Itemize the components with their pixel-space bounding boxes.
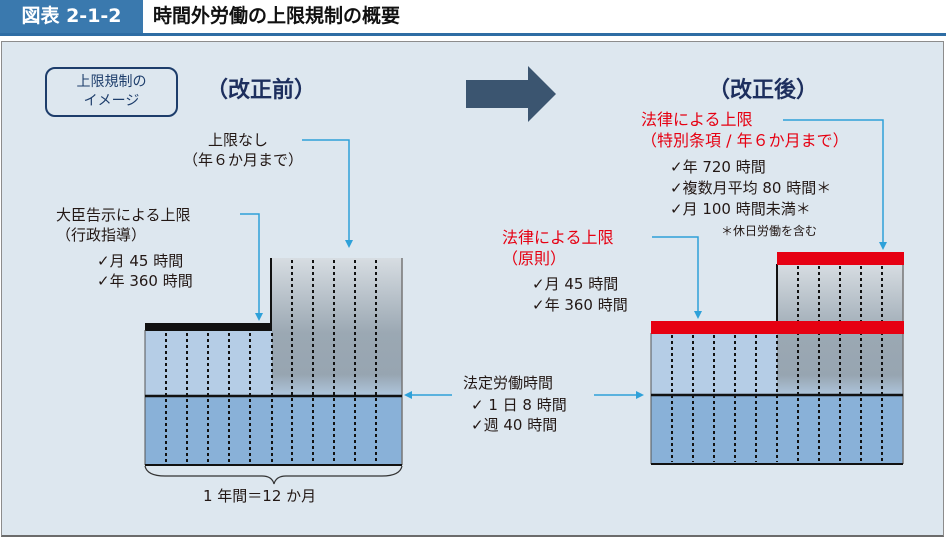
special-note: ＊休日労働を含む	[721, 224, 818, 238]
special-limit-connector	[783, 119, 887, 250]
nolimit-line2: （年６か月まで）	[183, 151, 304, 169]
figure-header: 図表 2-1-2 時間外労働の上限規制の概要	[0, 0, 946, 36]
figure-label: 図表 2-1-2	[0, 0, 143, 33]
statutory-title: 法定労働時間	[463, 374, 554, 392]
after-heading: （改正後）	[708, 78, 819, 103]
transition-arrow-icon	[466, 66, 556, 122]
after-principle-limit-bar	[651, 321, 904, 334]
statutory-item-daily: ✓ 1 日 8 時間	[471, 396, 567, 414]
statutory-item-weekly: ✓週 40 時間	[471, 416, 558, 434]
ministerial-item-monthly: ✓月 45 時間	[97, 252, 184, 270]
after-special-limit-bar	[777, 252, 904, 265]
image-tag-line2: イメージ	[83, 93, 140, 109]
before-statutory-area	[145, 395, 402, 465]
before-month-dividers	[165, 260, 377, 463]
ministerial-line2: （行政指導）	[56, 226, 147, 244]
ministerial-connector	[240, 213, 263, 321]
year-label: 1 年間＝12 か月	[203, 487, 317, 505]
special-item-multimonth: ✓複数月平均 80 時間＊	[670, 179, 832, 197]
nolimit-line1: 上限なし	[208, 131, 269, 149]
special-limit-line2: （特別条項 / 年６か月まで）	[641, 131, 849, 150]
principle-item-yearly: ✓年 360 時間	[532, 296, 628, 314]
before-chart	[144, 258, 403, 485]
special-item-yearly: ✓年 720 時間	[670, 158, 766, 176]
principle-limit-line1: 法律による上限	[502, 228, 614, 247]
before-ministerial-limit-bar	[145, 323, 272, 331]
after-statutory-area	[651, 395, 903, 464]
after-month-dividers	[671, 266, 883, 462]
before-heading: （改正前）	[206, 78, 317, 103]
nolimit-connector	[302, 139, 353, 248]
image-tag: 上限規制の イメージ	[45, 67, 178, 117]
after-chart	[650, 252, 904, 465]
before-nolimit-area	[272, 258, 402, 395]
special-item-monthly: ✓月 100 時間未満＊	[670, 200, 811, 218]
year-brace	[144, 465, 403, 485]
ministerial-item-yearly: ✓年 360 時間	[97, 272, 193, 290]
ministerial-line1: 大臣告示による上限	[56, 206, 191, 224]
special-limit-line1: 法律による上限	[641, 110, 753, 129]
principle-limit-connector	[652, 236, 702, 319]
figure-title: 時間外労働の上限規制の概要	[153, 5, 401, 27]
image-tag-line1: 上限規制の	[76, 74, 147, 90]
principle-limit-line2: （原則）	[502, 249, 567, 268]
principle-item-monthly: ✓月 45 時間	[532, 275, 619, 293]
